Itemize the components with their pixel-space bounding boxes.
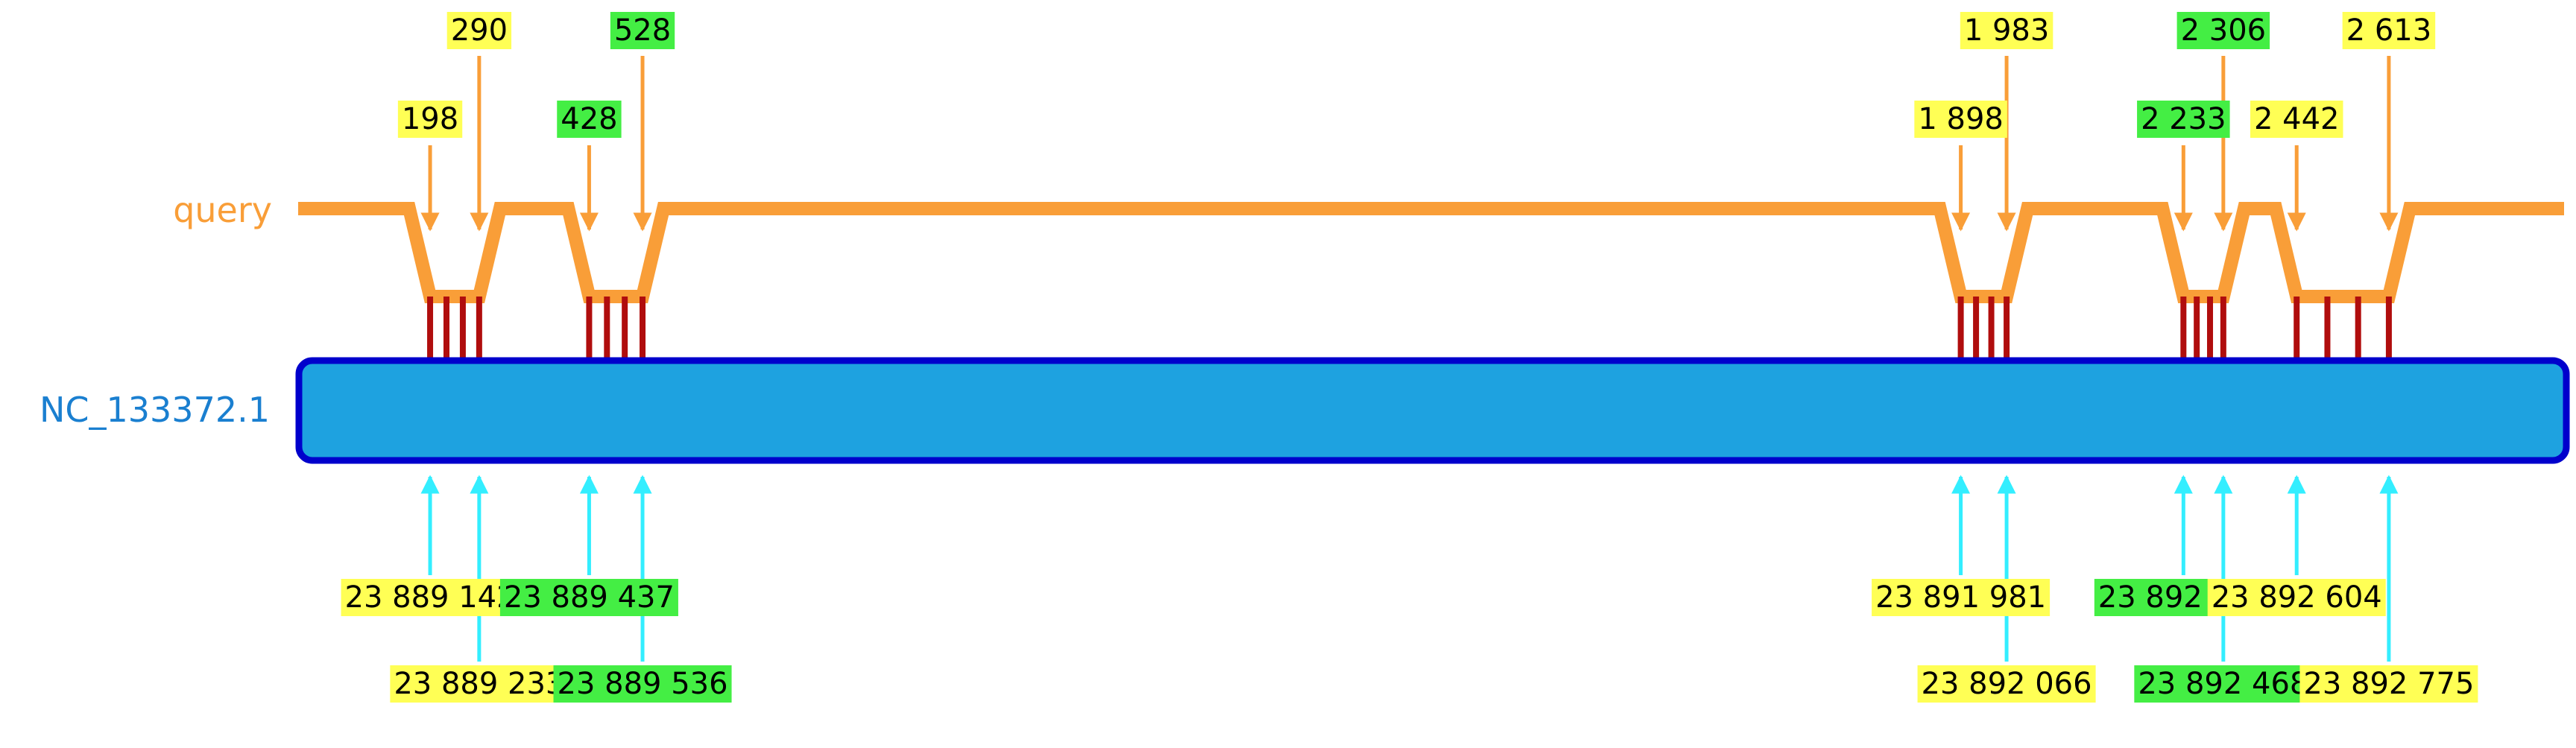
subject-end-label-text: 23 889 536 (558, 667, 728, 701)
query-start-label-text: 1 898 (1918, 102, 2004, 136)
subject-end-label-text: 23 892 775 (2303, 667, 2474, 701)
subject-end-label-highlight (390, 665, 569, 703)
query-start-label-text: 428 (561, 102, 617, 136)
subject-start-label-text: 23 892 604 (2212, 580, 2382, 615)
query-start-label: 198 (397, 101, 463, 138)
query-end-label: 290 (446, 12, 512, 49)
subject-end-label-highlight (553, 665, 732, 703)
subject-end-label-text: 23 892 468 (2138, 667, 2308, 701)
query-end-label-highlight (2342, 12, 2436, 49)
query-start-label: 2 442 (2250, 101, 2343, 138)
query-end-label-highlight (2176, 12, 2270, 49)
subject-end-label-highlight (1917, 665, 2096, 703)
query-start-label-highlight (2137, 101, 2230, 138)
subject-start-label: 23 889 142 (341, 579, 520, 616)
subject-end-label-text: 23 889 233 (394, 667, 564, 701)
subject-end-label: 23 892 468 (2134, 665, 2313, 703)
query-end-label-highlight (446, 12, 512, 49)
query-end-label: 2 306 (2176, 12, 2270, 49)
query-end-label: 528 (610, 12, 675, 49)
subject-start-label-text: 23 889 142 (345, 580, 516, 615)
query-end-label-highlight (610, 12, 675, 49)
subject-start-label-text: 23 889 437 (504, 580, 675, 615)
query-start-label-highlight (397, 101, 463, 138)
query-start-label-highlight (1914, 101, 2007, 138)
subject-start-label-highlight (341, 579, 520, 616)
subject-start-label: 23 889 437 (499, 579, 678, 616)
subject-end-label-text: 23 892 066 (1922, 667, 2092, 701)
query-start-label-text: 2 442 (2254, 102, 2340, 136)
query-end-label-text: 528 (614, 13, 671, 48)
query-start-label-highlight (2250, 101, 2343, 138)
subject-end-label: 23 889 536 (553, 665, 732, 703)
subject-end-label: 23 892 066 (1917, 665, 2096, 703)
query-start-label-highlight (557, 101, 622, 138)
subject-end-label: 23 892 775 (2299, 665, 2478, 703)
subject-end-label: 23 889 233 (390, 665, 569, 703)
exon-ticks (427, 297, 2392, 358)
subject-label: NC_133372.1 (40, 390, 270, 430)
subject-start-label-text: 23 891 981 (1875, 580, 2046, 615)
subject-end-label-highlight (2134, 665, 2313, 703)
query-end-label: 1 983 (1960, 12, 2053, 49)
query-end-label-text: 2 613 (2346, 13, 2432, 48)
subject-start-label-highlight (1872, 579, 2051, 616)
subject-start-label: 23 892 604 (2207, 579, 2386, 616)
query-line (298, 202, 2564, 303)
subject-start-label-highlight (499, 579, 678, 616)
subject-start-label-highlight (2207, 579, 2386, 616)
query-start-label-text: 2 233 (2141, 102, 2226, 136)
position-arrows (420, 56, 2399, 662)
query-start-label-text: 198 (402, 102, 458, 136)
query-label: query (173, 190, 272, 230)
query-start-label: 428 (557, 101, 622, 138)
subject-start-label: 23 891 981 (1872, 579, 2051, 616)
position-labels: 198 290 23 889 142 23 889 233 428 528 23 889 4… (341, 12, 2478, 703)
query-end-label-text: 290 (451, 13, 508, 48)
query-end-label: 2 613 (2342, 12, 2436, 49)
query-start-label: 2 233 (2137, 101, 2230, 138)
query-line-path (298, 202, 2564, 303)
query-end-label-highlight (1960, 12, 2053, 49)
query-end-label-text: 1 983 (1964, 13, 2050, 48)
query-start-label: 1 898 (1914, 101, 2007, 138)
query-end-label-text: 2 306 (2181, 13, 2267, 48)
subject-end-label-highlight (2299, 665, 2478, 703)
subject-sequence-bar (295, 357, 2570, 464)
